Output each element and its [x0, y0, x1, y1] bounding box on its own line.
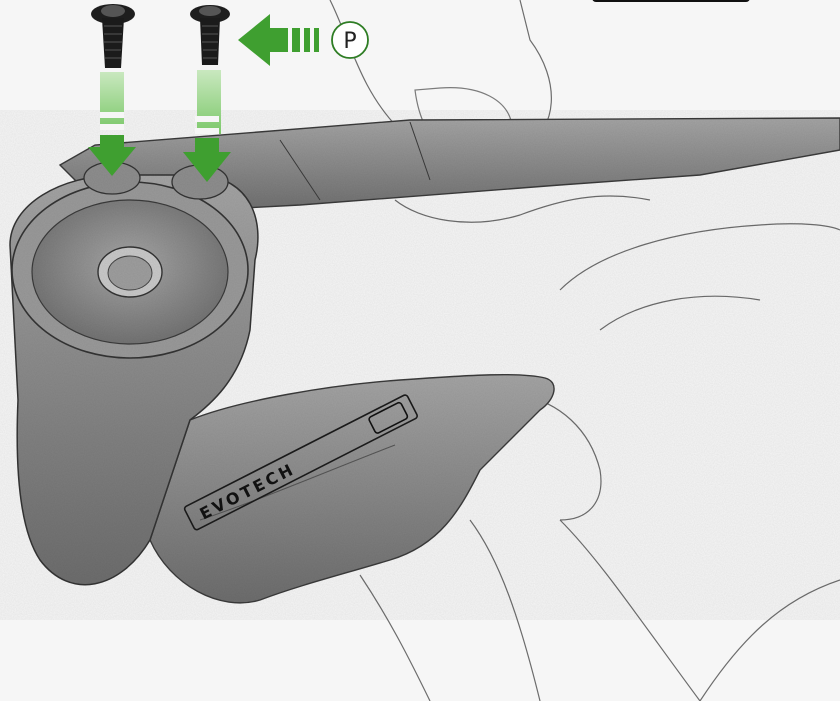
part-callout-p: P — [332, 22, 368, 58]
corner-badge — [592, 0, 750, 2]
screw-left — [91, 4, 135, 68]
callout-letter: P — [343, 29, 356, 54]
bracket-part — [0, 110, 840, 620]
callout-arrow — [238, 14, 319, 66]
screw-right — [190, 5, 230, 65]
